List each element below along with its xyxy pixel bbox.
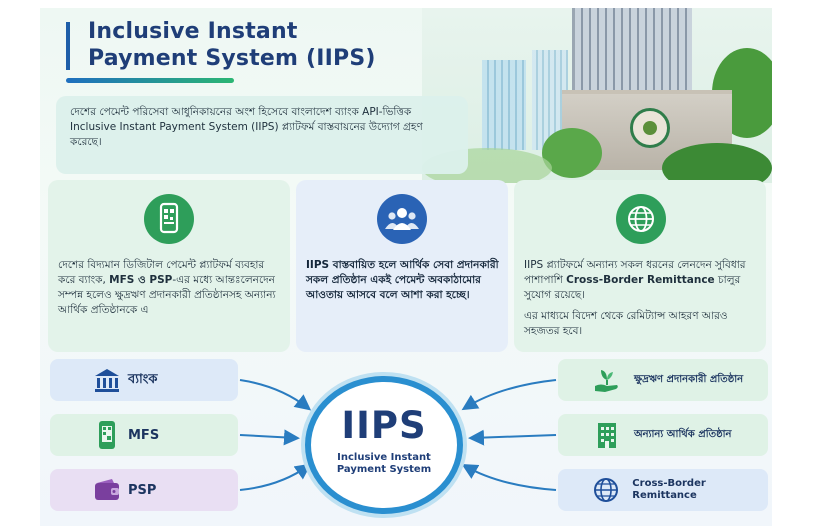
node-other-financial-label: অন্যান্য আর্থিক প্রতিষ্ঠান <box>634 429 732 440</box>
card-1-text: দেশের বিদ্যমান ডিজিটাল পেমেন্ট প্ল্যাটফর… <box>58 258 282 318</box>
arrow-cross <box>461 464 557 491</box>
hub-subtitle-line-1: Inclusive Instant <box>337 452 431 463</box>
page-title: Inclusive Instant Payment System (IIPS) <box>88 18 376 72</box>
qr-phone-icon <box>144 194 194 244</box>
node-bank: ব্যাংক <box>50 359 238 401</box>
iips-hub: IIPS Inclusive Instant Payment System <box>305 376 463 514</box>
intro-text: দেশের পেমেন্ট পরিসেবা আধুনিকায়নের অংশ হ… <box>70 106 423 148</box>
info-card-iips-implementation: IIPS বাস্তবায়িত হলে আর্থিক সেবা প্রদানক… <box>296 180 508 352</box>
node-other-financial: অন্যান্য আর্থিক প্রতিষ্ঠান <box>558 414 768 456</box>
title-accent-bar <box>66 22 70 70</box>
node-psp: PSP <box>50 469 238 511</box>
card-2-text: IIPS বাস্তবায়িত হলে আর্থিক সেবা প্রদানক… <box>306 259 499 301</box>
hub-title: IIPS <box>341 404 427 447</box>
node-cross-border-label: Cross-Border Remittance <box>632 478 706 501</box>
mobile-qr-icon <box>86 414 128 456</box>
arrow-other <box>468 429 557 446</box>
wallet-icon <box>86 469 128 511</box>
info-card-existing-platform: দেশের বিদ্যমান ডিজিটাল পেমেন্ট প্ল্যাটফর… <box>48 180 290 352</box>
title-underline <box>66 78 234 83</box>
node-microfinance-label: ক্ষুদ্রঋণ প্রদানকারী প্রতিষ্ঠান <box>634 374 744 385</box>
hub-subtitle: Inclusive Instant Payment System <box>311 452 457 476</box>
node-microfinance: ক্ষুদ্রঋণ প্রদানকারী প্রতিষ্ঠান <box>558 359 768 401</box>
bank-icon <box>86 359 128 401</box>
bank-emblem-icon <box>630 108 670 148</box>
card-3-text-c: এর মাধ্যমে বিদেশ থেকে রেমিট্যান্স আহরণ আ… <box>524 310 728 337</box>
node-mfs: MFS <box>50 414 238 456</box>
info-card-cross-border: IIPS প্ল্যাটফর্মে অন্যান্য সকল ধরনের লেন… <box>514 180 766 352</box>
arrow-psp <box>239 463 312 491</box>
bank-building-illustration <box>422 8 772 183</box>
node-cross-border: Cross-Border Remittance <box>558 469 768 511</box>
card-3-text: IIPS প্ল্যাটফর্মে অন্যান্য সকল ধরনের লেন… <box>524 258 758 339</box>
card-1-text-a: দেশের বিদ্যমান ডিজিটাল পেমেন্ট প্ল্যাটফর… <box>58 259 265 286</box>
card-1-text-bold: MFS ও PSP <box>109 274 173 286</box>
card-3-text-bold: Cross-Border Remittance <box>566 274 715 286</box>
arrow-mfs <box>239 429 300 446</box>
card-1-text-b: -এর মধ্যে আন্তঃলেনদেন সম্পন্ন হলেও ক্ষুদ… <box>58 274 276 316</box>
title-line-2: Payment System (IIPS) <box>88 46 376 71</box>
globe-icon <box>586 469 626 511</box>
group-people-icon <box>377 194 427 244</box>
plant-hand-icon <box>586 359 628 401</box>
node-psp-label: PSP <box>128 482 157 498</box>
globe-icon <box>616 194 666 244</box>
card-3-text-a: IIPS প্ল্যাটফর্মে অন্যান্য সকল ধরনের লেন… <box>524 259 746 286</box>
node-bank-label: ব্যাংক <box>128 371 158 387</box>
arrow-bank <box>239 379 312 411</box>
arrow-micro <box>461 379 557 411</box>
hub-subtitle-line-2: Payment System <box>336 464 432 475</box>
office-building-icon <box>586 414 628 456</box>
intro-text-box: দেশের পেমেন্ট পরিসেবা আধুনিকায়নের অংশ হ… <box>56 96 468 174</box>
node-mfs-label: MFS <box>128 427 160 443</box>
infographic-poster: Inclusive Instant Payment System (IIPS) … <box>40 8 772 526</box>
title-line-1: Inclusive Instant <box>88 19 298 44</box>
card-3-text-b: চালুর সুযোগ রয়েছে। <box>524 274 741 301</box>
